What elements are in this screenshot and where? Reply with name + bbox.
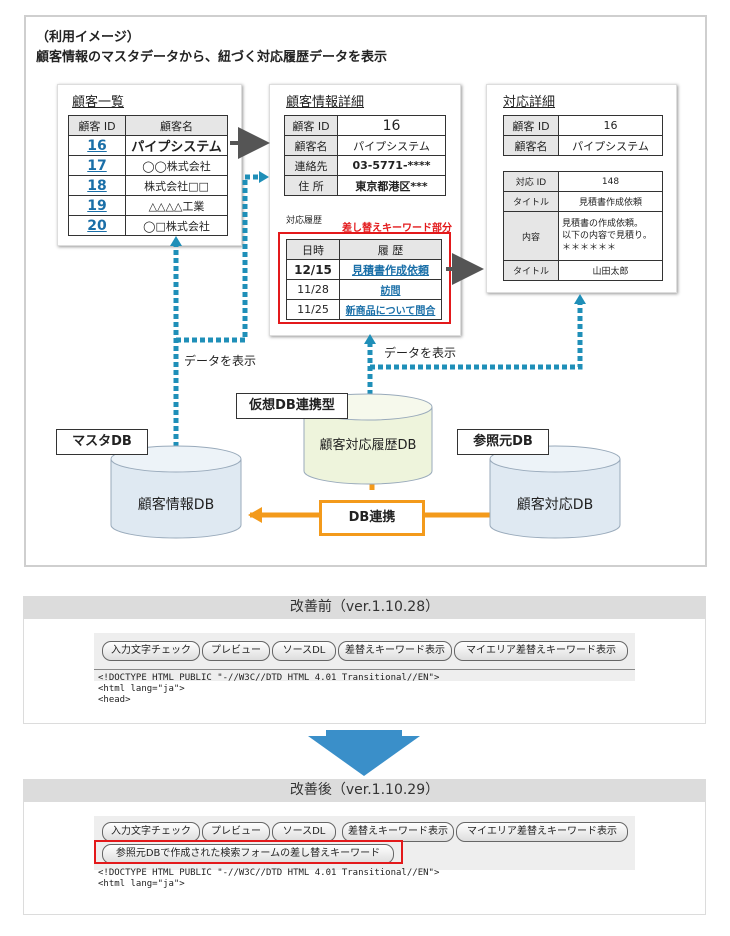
table-row[interactable]: 12/15 見積書作成依頼 (286, 259, 442, 280)
before-body: 入力文字チェック プレビュー ソースDL 差替えキーワード表示 マイエリア差替え… (23, 618, 706, 724)
field-label: 顧客名 (284, 135, 338, 156)
customer-name: ◯◯株式会社 (125, 155, 228, 176)
field-label: 住 所 (284, 175, 338, 196)
code-line: <!DOCTYPE HTML PUBLIC "-//W3C//DTD HTML … (98, 868, 440, 878)
check-button[interactable]: 入力文字チェック (102, 641, 200, 661)
field-value: 山田太郎 (558, 260, 663, 281)
before-toolbar: 入力文字チェック プレビュー ソースDL 差替えキーワード表示 マイエリア差替え… (94, 633, 635, 681)
ref-db-label: 参照元DB (457, 429, 549, 455)
table-row[interactable]: 17 ◯◯株式会社 (68, 155, 228, 176)
keyword-button[interactable]: 差替えキーワード表示 (342, 822, 454, 842)
code-line: <html lang="ja"> (98, 684, 185, 694)
customer-response-db-cylinder (489, 445, 621, 539)
field-label: 内容 (503, 211, 559, 261)
field-label: 顧客名 (503, 135, 559, 156)
replace-highlight-box (278, 232, 451, 324)
virtual-db-label: 仮想DB連携型 (236, 393, 348, 419)
customer-response-db-label: 顧客対応DB (516, 497, 594, 513)
customer-id-link[interactable]: 16 (87, 137, 107, 154)
caption: 顧客情報のマスタデータから、紐づく対応履歴データを表示 (36, 50, 388, 65)
source-dl-button[interactable]: ソースDL (272, 822, 336, 842)
keyword-button[interactable]: 差替えキーワード表示 (338, 641, 452, 661)
db-link-label: DB連携 (319, 500, 425, 536)
history-label: 対応履歴 (286, 216, 323, 226)
customer-name: △△△△工業 (125, 195, 228, 216)
customer-id-link[interactable]: 17 (87, 157, 107, 174)
table-row[interactable]: 19 △△△△工業 (68, 195, 228, 216)
field-value: 03-5771-**** (337, 155, 446, 176)
history-link[interactable]: 新商品について問合 (345, 306, 436, 317)
dotted-master-flow (173, 174, 260, 455)
customer-info-db-cylinder (110, 445, 242, 539)
table-row[interactable]: 20 ◯□株式会社 (68, 215, 228, 236)
customer-list-table: 顧客 ID 顧客名 16 パイプシステム 17 ◯◯株式会社 18 株式会社□□… (68, 115, 228, 236)
replace-label: 差し替えキーワード部分 (342, 223, 452, 234)
after-title: 改善後（ver.1.10.29） (23, 779, 706, 801)
customer-id-link[interactable]: 18 (87, 177, 107, 194)
field-value: パイプシステム (337, 135, 446, 156)
customer-list-panel: 顧客一覧 顧客 ID 顧客名 16 パイプシステム 17 ◯◯株式会社 18 株… (57, 84, 242, 246)
history-link[interactable]: 訪問 (380, 286, 401, 297)
after-body: 入力文字チェック プレビュー ソースDL 差替えキーワード表示 マイエリア差替え… (23, 801, 706, 915)
preview-button[interactable]: プレビュー (202, 641, 270, 661)
show-data-label-1: データを表示 (184, 354, 257, 368)
customer-info-db-label: 顧客情報DB (137, 497, 215, 513)
response-detail-title: 対応詳細 (503, 95, 556, 110)
customer-list-title: 顧客一覧 (72, 95, 125, 110)
history-date: 12/15 (286, 259, 340, 280)
customer-detail-title: 顧客情報詳細 (286, 95, 365, 110)
preview-button[interactable]: プレビュー (202, 822, 270, 842)
field-label: タイトル (503, 260, 559, 281)
code-line: <head> (98, 695, 131, 705)
before-title: 改善前（ver.1.10.28） (23, 596, 706, 618)
check-button[interactable]: 入力文字チェック (102, 822, 200, 842)
after-toolbar: 入力文字チェック プレビュー ソースDL 差替えキーワード表示 マイエリア差替え… (94, 816, 635, 870)
customer-name: ◯□株式会社 (125, 215, 228, 236)
diagram-frame (24, 15, 707, 567)
customer-id-link[interactable]: 19 (87, 197, 107, 214)
usage-label: （利用イメージ） (36, 30, 140, 45)
code-line: <!DOCTYPE HTML PUBLIC "-//W3C//DTD HTML … (98, 673, 440, 683)
history-link[interactable]: 見積書作成依頼 (352, 263, 429, 277)
customer-history-db-label: 顧客対応履歴DB (319, 438, 417, 453)
new-button-highlight (94, 840, 403, 864)
field-value: パイプシステム (558, 135, 663, 156)
myarea-keyword-button[interactable]: マイエリア差替えキーワード表示 (454, 641, 628, 661)
header-id: 顧客 ID (68, 115, 126, 136)
master-db-label: マスタDB (56, 429, 148, 455)
history-header-text: 履 歴 (339, 239, 442, 260)
source-dl-button[interactable]: ソースDL (272, 641, 336, 661)
divider (94, 669, 635, 670)
header-name: 顧客名 (125, 115, 228, 136)
history-header-date: 日時 (286, 239, 340, 260)
field-value: 東京都港区*** (337, 175, 446, 196)
field-label: 顧客 ID (284, 115, 338, 136)
myarea-keyword-button[interactable]: マイエリア差替えキーワード表示 (456, 822, 628, 842)
show-data-label-2: データを表示 (384, 346, 457, 360)
customer-id-link[interactable]: 20 (87, 217, 107, 234)
dotted-history-flow (367, 303, 583, 395)
down-arrow (308, 730, 420, 776)
code-line: <html lang="ja"> (98, 879, 185, 889)
